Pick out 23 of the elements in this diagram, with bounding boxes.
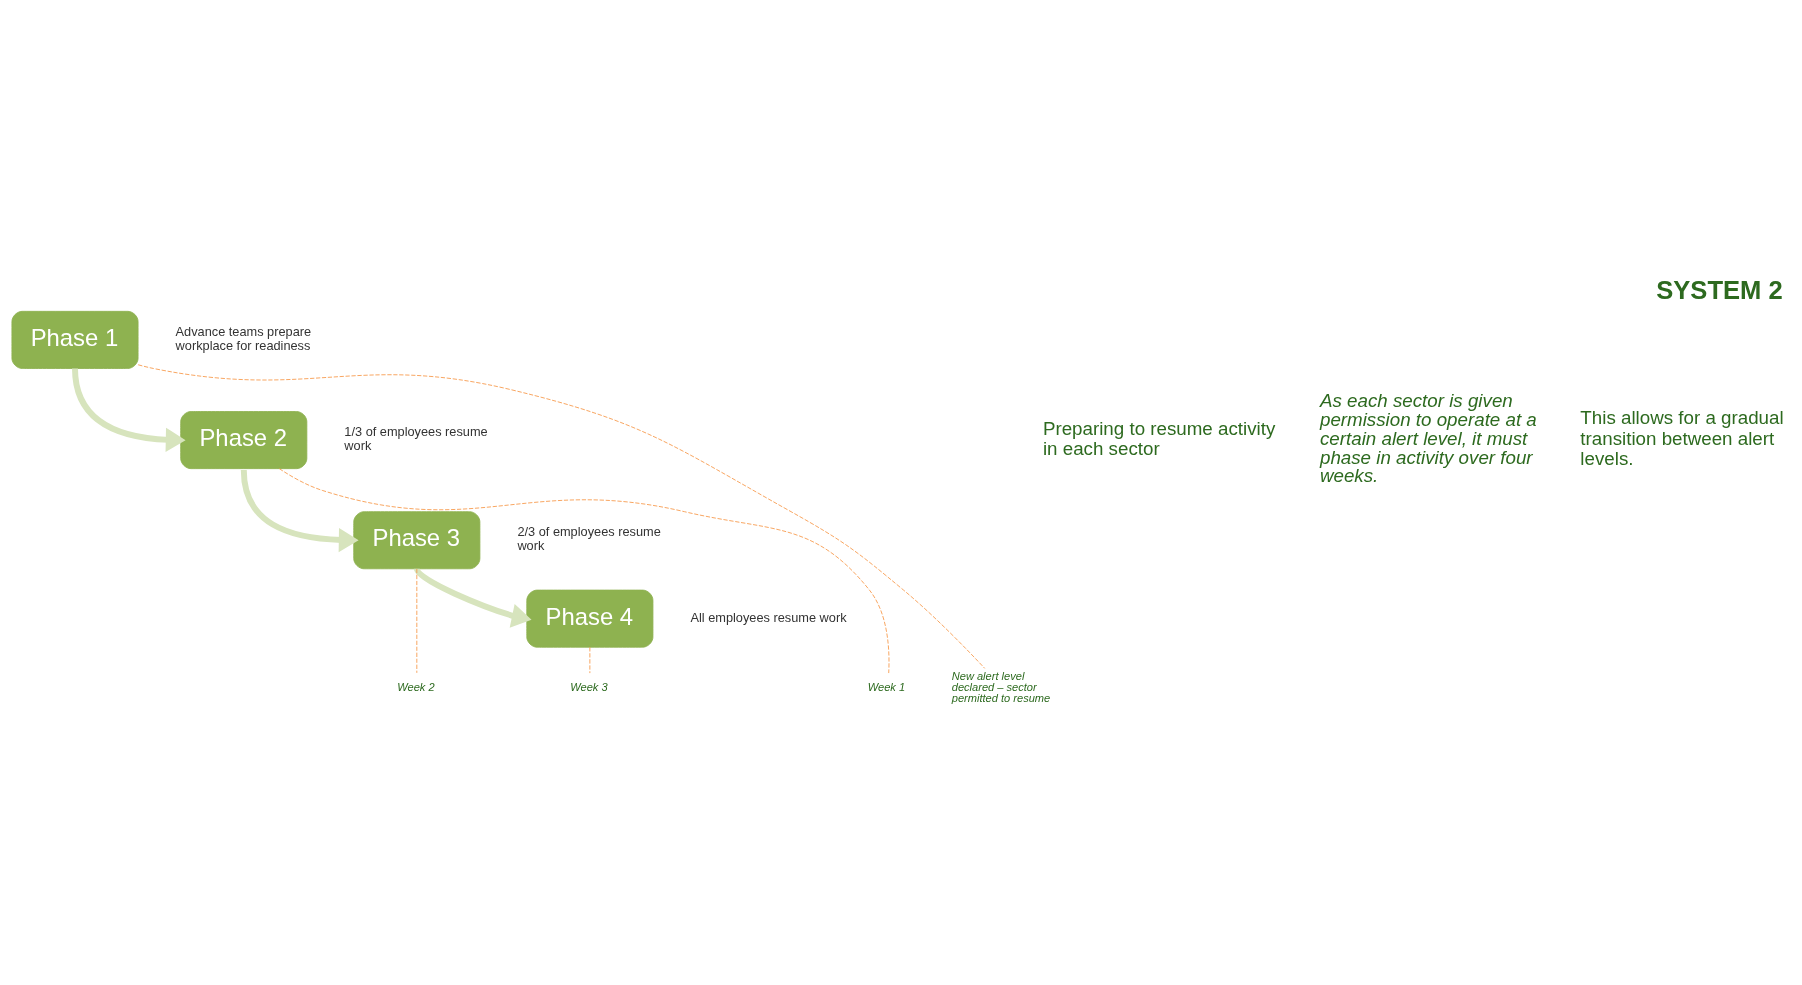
node-label: Advance teams prepare workplace for readiness: [175, 323, 312, 354]
node-label: 1/3 of employees resume work: [344, 423, 488, 454]
node-text: Week 3: [570, 680, 608, 693]
node-label: All employees resume work: [690, 609, 847, 625]
label: As each sector is given permission to operate at a certain alert level, it must phase in activity over four weeks.: [1319, 390, 1537, 487]
label: This allows for a gradual transition between alert levels.: [1580, 407, 1784, 470]
node-box: Phase 2: [180, 411, 308, 470]
node-text: Week 2: [397, 680, 435, 693]
node-text: New alert level declared – sector permitted to resume: [951, 669, 1051, 705]
arrow: [414, 567, 532, 628]
diagram-title: SYSTEM 2: [1656, 276, 1783, 305]
arrow: [72, 368, 186, 452]
arrow: [240, 469, 359, 553]
label: Preparing to resume activity in each sector: [1042, 417, 1276, 460]
node-text: Week 1: [867, 680, 906, 693]
connector: [137, 364, 986, 669]
connector: [416, 568, 418, 674]
node-label: 2/3 of employees resume work: [517, 523, 661, 554]
connector: [589, 646, 591, 674]
node-box: Phase 1: [11, 310, 139, 369]
node-box: Phase 3: [353, 511, 481, 570]
connector: [278, 468, 890, 674]
node-box: Phase 4: [526, 589, 654, 648]
